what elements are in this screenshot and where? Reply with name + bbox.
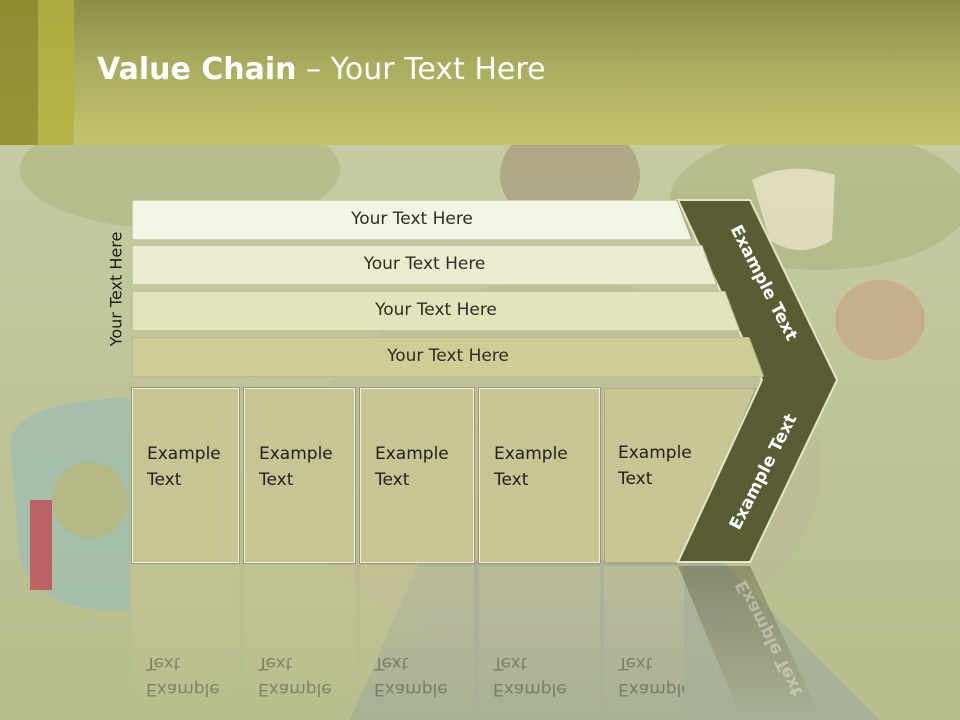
chevron-reflection <box>678 566 822 720</box>
box-2-reflection-line2: Text <box>258 653 293 673</box>
box-1-reflection: Example Text <box>132 566 239 720</box>
box-1-reflection-line2: Text <box>146 653 181 673</box>
box-5-line2: Text <box>618 469 653 489</box>
box-4-reflection-line1: Example <box>493 679 567 699</box>
box-1-line1: Example <box>147 444 221 464</box>
box-2-line1: Example <box>259 444 333 464</box>
band-2: Your Text Here <box>132 245 717 285</box>
side-label: Your Text Here <box>96 200 136 378</box>
box-4-reflection-line2: Text <box>493 653 528 673</box>
box-1: Example Text <box>132 388 239 563</box>
box-3-reflection-line1: Example <box>374 679 448 699</box>
box-3: Example Text <box>360 388 474 563</box>
box-4-line1: Example <box>494 444 568 464</box>
box-2: Example Text <box>244 388 355 563</box>
header-bar: Value Chain – Your Text Here <box>0 0 960 145</box>
box-5-line1: Example <box>618 443 692 463</box>
box-5: Example Text <box>618 440 692 492</box>
page-title: Value Chain – Your Text Here <box>97 52 546 87</box>
band-4: Your Text Here <box>132 337 764 377</box>
box-4: Example Text <box>479 388 600 563</box>
band-1: Your Text Here <box>132 200 692 240</box>
title-rest: – Your Text Here <box>296 52 546 87</box>
box-3-line2: Text <box>375 470 410 490</box>
band-2-label: Your Text Here <box>363 254 486 274</box>
box-4-line2: Text <box>494 470 529 490</box>
box-1-line2: Text <box>147 470 182 490</box>
value-chain-chevron <box>676 199 839 563</box>
box-2-reflection-line1: Example <box>258 679 332 699</box>
side-label-text: Your Text Here <box>106 231 126 347</box>
box-4-reflection: Example Text <box>479 566 600 720</box>
box-3-reflection: Example Text <box>360 566 474 720</box>
box-2-reflection: Example Text <box>244 566 355 720</box>
box-1-reflection-line1: Example <box>146 679 220 699</box>
band-3: Your Text Here <box>132 291 740 331</box>
box-3-reflection-line2: Text <box>374 653 409 673</box>
band-4-label: Your Text Here <box>387 346 509 366</box>
title-bold: Value Chain <box>97 52 297 87</box>
band-1-label: Your Text Here <box>351 209 473 229</box>
box-2-line2: Text <box>259 470 294 490</box>
box-3-line1: Example <box>375 444 449 464</box>
band-3-label: Your Text Here <box>375 300 497 320</box>
